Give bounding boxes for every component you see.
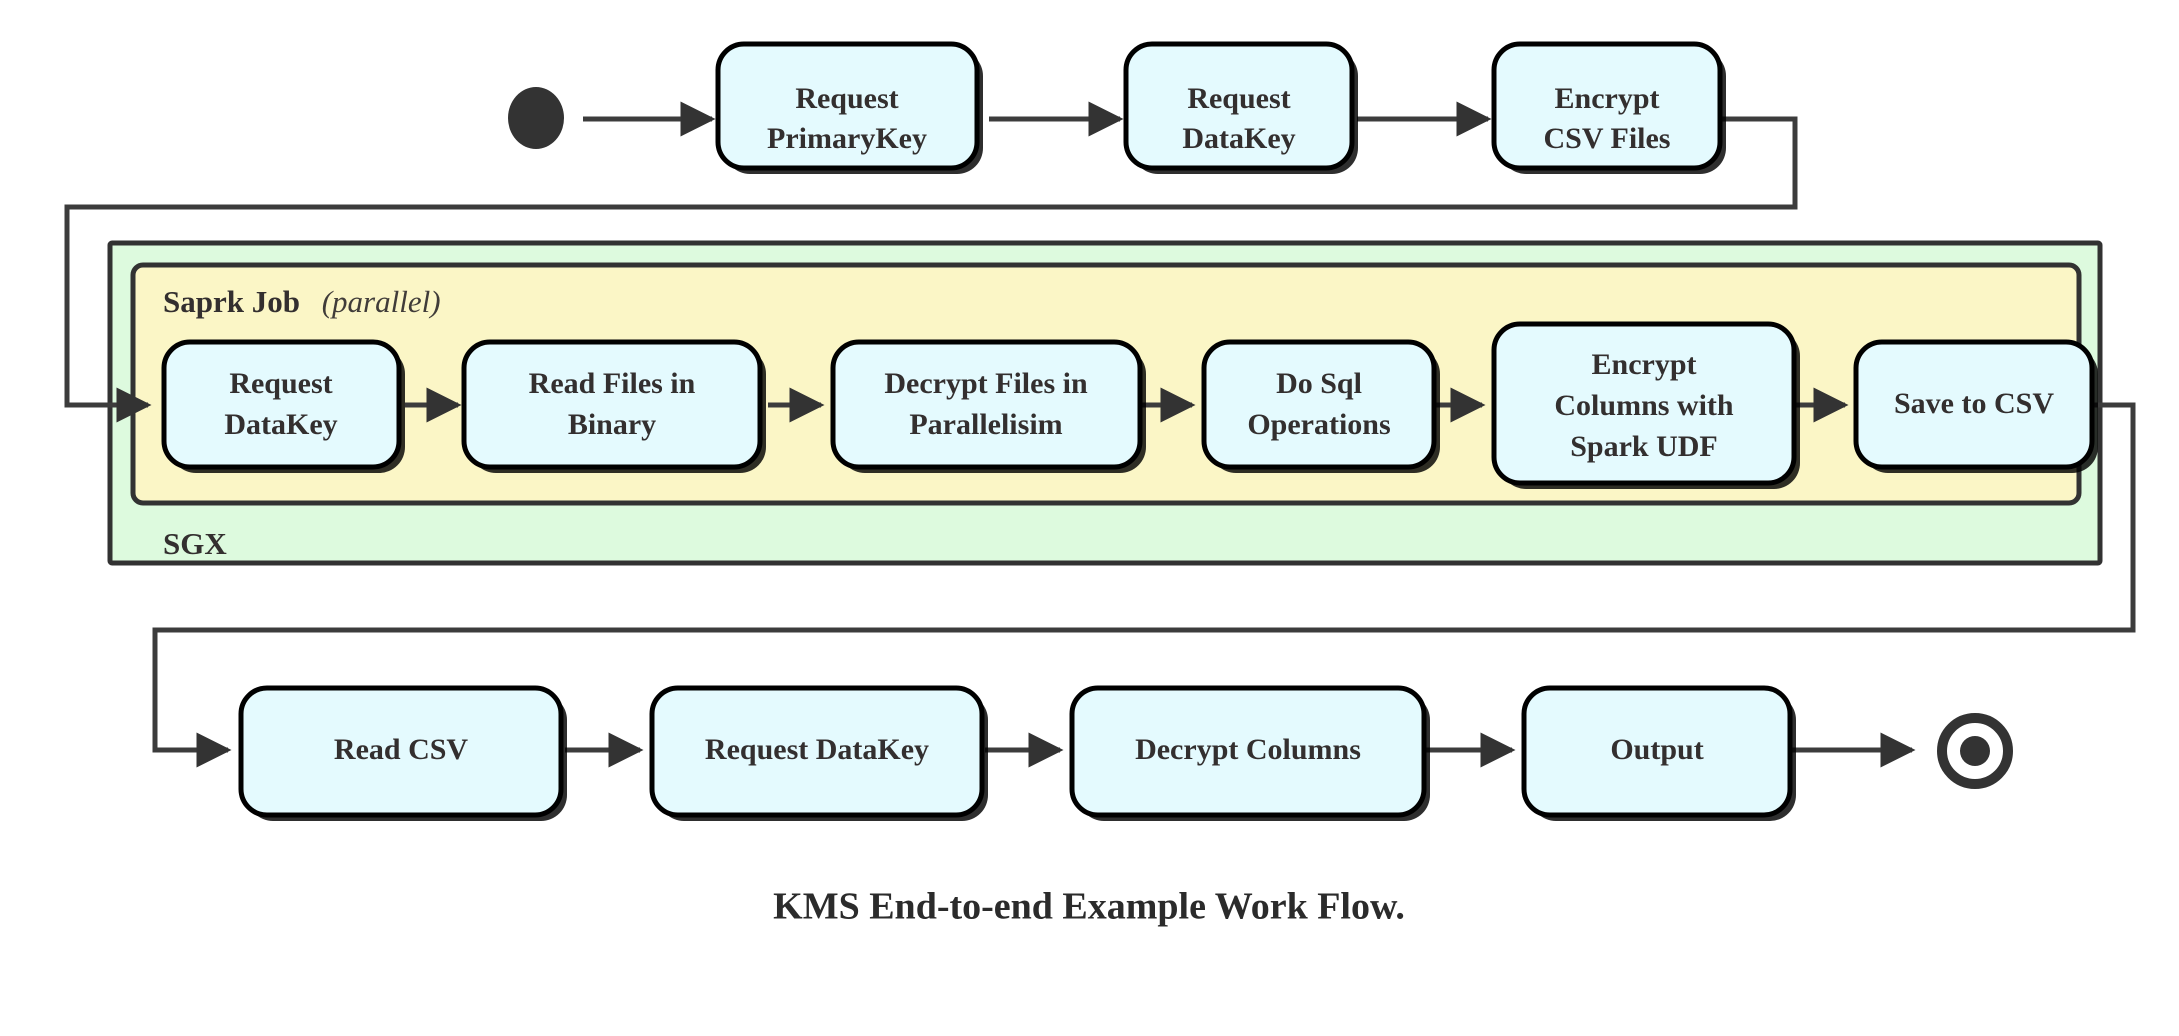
node-output[interactable]: Output xyxy=(1521,685,1796,821)
node-request-datakey-spark-line1: Request xyxy=(229,367,332,400)
node-request-datakey-bottom[interactable]: Request DataKey xyxy=(649,685,988,821)
start-marker-icon xyxy=(508,87,564,149)
node-decrypt-files-line1: Decrypt Files in xyxy=(884,367,1088,400)
edge-save-to-csv-to-read-csv xyxy=(152,402,2136,768)
node-decrypt-files-in-parallelisim[interactable]: Decrypt Files in Parallelisim xyxy=(830,339,1146,473)
node-decrypt-columns[interactable]: Decrypt Columns xyxy=(1069,685,1430,821)
node-decrypt-files-line2: Parallelisim xyxy=(909,408,1062,441)
node-encrypt-columns-with-spark-udf[interactable]: Encrypt Columns with Spark UDF xyxy=(1491,321,1800,489)
node-save-to-csv[interactable]: Save to CSV xyxy=(1853,339,2098,473)
node-encrypt-csv-files-line2: CSV Files xyxy=(1544,122,1671,155)
edge-encrypt-csv-to-spark-request-datakey xyxy=(64,116,1798,423)
node-do-sql-operations[interactable]: Do Sql Operations xyxy=(1201,339,1440,473)
node-encrypt-csv-files-line1: Encrypt xyxy=(1555,82,1660,115)
container-spark-job-label: Saprk Job (parallel) xyxy=(163,284,441,319)
node-encrypt-columns-line3: Spark UDF xyxy=(1570,430,1718,463)
node-encrypt-columns-line2: Columns with xyxy=(1554,389,1734,422)
diagram-caption: KMS End-to-end Example Work Flow. xyxy=(773,886,1405,928)
container-sgx-label: SGX xyxy=(163,526,227,561)
node-do-sql-line2: Operations xyxy=(1247,408,1390,441)
node-encrypt-columns-line1: Encrypt xyxy=(1592,348,1697,381)
node-request-primarykey-line2: PrimaryKey xyxy=(767,122,927,155)
node-request-datakey-top[interactable]: Request DataKey xyxy=(1123,41,1358,174)
node-save-to-csv-line1: Save to CSV xyxy=(1894,387,2054,420)
node-do-sql-line1: Do Sql xyxy=(1276,367,1362,400)
node-request-datakey-top-line2: DataKey xyxy=(1182,122,1295,155)
end-marker-icon xyxy=(1937,713,2013,789)
node-read-csv-line1: Read CSV xyxy=(334,733,469,766)
node-request-datakey-spark-line2: DataKey xyxy=(224,408,337,441)
node-request-datakey-spark[interactable]: Request DataKey xyxy=(161,339,405,473)
node-read-files-in-binary-line2: Binary xyxy=(568,408,656,441)
node-request-primarykey[interactable]: Request PrimaryKey xyxy=(715,41,983,174)
node-request-datakey-top-line1: Request xyxy=(1187,82,1290,115)
node-read-files-in-binary-line1: Read Files in xyxy=(529,367,696,400)
node-encrypt-csv-files[interactable]: Encrypt CSV Files xyxy=(1491,41,1726,174)
node-decrypt-columns-line1: Decrypt Columns xyxy=(1135,733,1361,766)
node-read-files-in-binary[interactable]: Read Files in Binary xyxy=(461,339,766,473)
node-request-datakey-bottom-line1: Request DataKey xyxy=(705,733,929,766)
node-read-csv[interactable]: Read CSV xyxy=(238,685,567,821)
node-request-primarykey-line1: Request xyxy=(795,82,898,115)
node-output-line1: Output xyxy=(1610,733,1703,766)
